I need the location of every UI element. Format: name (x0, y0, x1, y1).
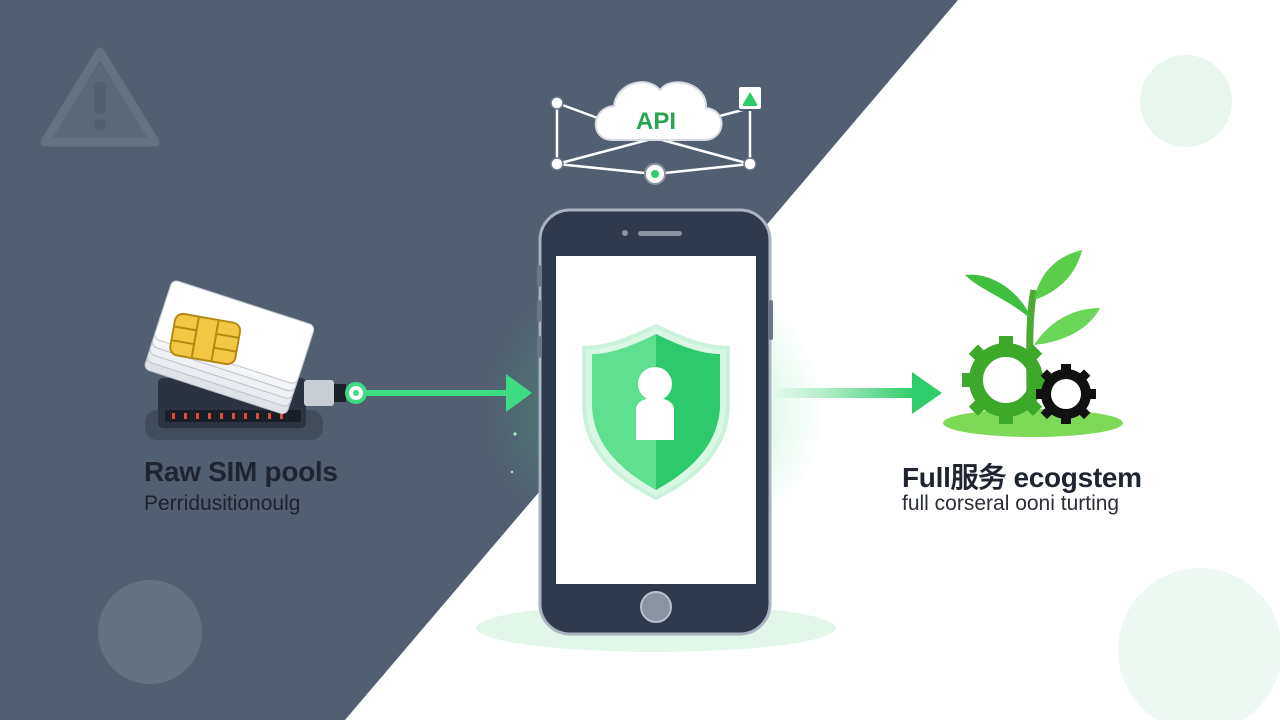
right-stage-title: Full服务 ecogstem (902, 462, 1142, 493)
plant-gears-icon (943, 250, 1123, 437)
right-flow-arrow (772, 372, 942, 414)
decor-circle-bottom-right (1118, 568, 1280, 720)
shield-user-icon (582, 323, 730, 501)
sim-card-stack-icon (144, 280, 346, 440)
api-cloud-icon (550, 81, 763, 185)
left-stage-subtitle: Perridusitionoulg (144, 492, 301, 515)
left-stage-title: Raw SIM pools (144, 456, 338, 487)
right-stage-subtitle: full corseral ooni turting (902, 492, 1120, 515)
decor-circle-top-right (1140, 55, 1232, 147)
dark-background-panel (0, 0, 958, 720)
api-cloud-label: API (636, 108, 676, 135)
warning-triangle-icon (40, 47, 160, 147)
decor-circle-bottom-left (98, 580, 202, 684)
left-flow-arrow (345, 374, 532, 412)
